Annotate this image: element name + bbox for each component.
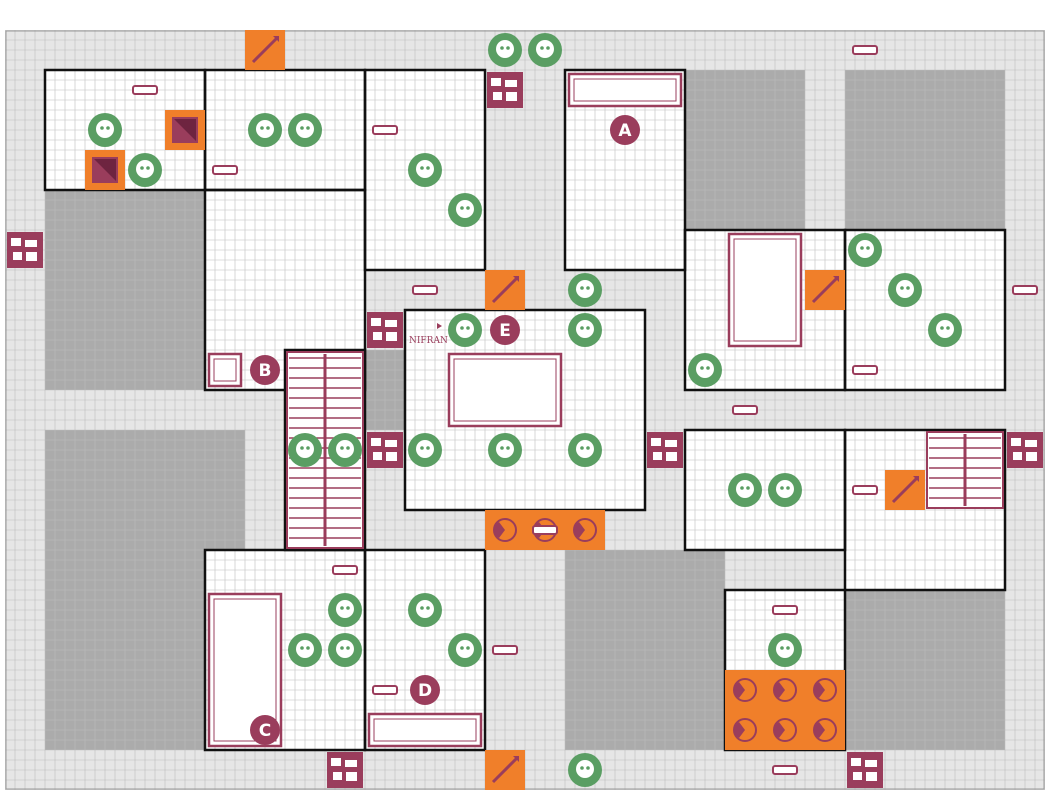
orc-icon: [568, 433, 602, 467]
rack-icon: [727, 232, 803, 348]
hero-marker: NIFRAN: [409, 323, 448, 346]
room-label-c: C: [250, 715, 280, 745]
door-icon[interactable]: [772, 765, 798, 775]
axe-trap-icon: [805, 710, 845, 750]
room-label-e: E: [490, 315, 520, 345]
room-labels: A B C D E: [250, 115, 640, 745]
svg-text:A: A: [618, 121, 632, 141]
door-icon[interactable]: [732, 405, 758, 415]
orc-icon: [408, 433, 442, 467]
skeleton-icon: [448, 313, 482, 347]
axe-trap-icon: [485, 510, 525, 550]
doors: [132, 45, 1038, 775]
spear-trap-icon: [245, 30, 285, 70]
room-label-a: A: [610, 115, 640, 145]
skeleton-icon: [448, 633, 482, 667]
falling-rock-icon: [647, 432, 683, 468]
falling-rock-icon: [367, 312, 403, 348]
svg-text:D: D: [418, 681, 432, 701]
room-wall: [283, 348, 367, 552]
room-wall: [363, 548, 487, 752]
door-icon[interactable]: [1012, 285, 1038, 295]
door-icon[interactable]: [372, 685, 398, 695]
axe-trap-icon: [725, 710, 765, 750]
door-icon[interactable]: [532, 525, 558, 535]
skeleton-icon: [288, 633, 322, 667]
svg-text:B: B: [259, 361, 272, 381]
dread-warrior-icon: [688, 353, 722, 387]
abomination-icon: [288, 113, 322, 147]
door-icon[interactable]: [212, 165, 238, 175]
falling-rock-icon: [7, 232, 43, 268]
svg-text:E: E: [499, 321, 511, 341]
spear-trap-icon: [805, 270, 845, 310]
orc-icon: [328, 433, 362, 467]
tomb-icon: [207, 592, 283, 748]
skeleton-icon: [448, 193, 482, 227]
svg-text:C: C: [259, 721, 271, 741]
goblin-icon: [128, 153, 162, 187]
door-icon[interactable]: [372, 125, 398, 135]
axe-trap-icon: [565, 510, 605, 550]
room-wall: [363, 68, 487, 272]
zombie-icon: [248, 113, 282, 147]
door-icon[interactable]: [852, 45, 878, 55]
spear-trap-icon: [485, 270, 525, 310]
orc-icon: [88, 113, 122, 147]
zombie-icon: [328, 593, 362, 627]
fireplace-icon: [567, 72, 683, 108]
skeleton-icon: [568, 753, 602, 787]
falling-rock-icon: [847, 752, 883, 788]
door-icon[interactable]: [772, 605, 798, 615]
hero-name: NIFRAN: [409, 336, 448, 346]
pit-trap-icon: [165, 110, 205, 150]
orc-icon: [488, 33, 522, 67]
goblin-icon: [848, 233, 882, 267]
orc-icon: [728, 473, 762, 507]
falling-rock-icon: [487, 72, 523, 108]
axe-trap-icon: [765, 710, 805, 750]
skeleton-icon: [568, 273, 602, 307]
falling-rock-icon: [367, 432, 403, 468]
skeleton-icon: [568, 313, 602, 347]
board-canvas: A B C D E NIFRAN: [5, 30, 1045, 790]
abomination-icon: [408, 593, 442, 627]
zombie-icon: [328, 633, 362, 667]
abomination-icon: [768, 633, 802, 667]
axe-trap-icon: [725, 670, 765, 710]
door-icon[interactable]: [332, 565, 358, 575]
room-label-b: B: [250, 355, 280, 385]
room-wall: [563, 68, 687, 272]
hero-arrow-icon: [437, 323, 442, 329]
door-icon[interactable]: [412, 285, 438, 295]
dread-warrior-icon: [768, 473, 802, 507]
door-icon[interactable]: [852, 365, 878, 375]
stairs-wide-icon: [926, 431, 1004, 509]
traps: [85, 30, 925, 790]
room-wall: [843, 428, 1007, 592]
spear-trap-icon: [885, 470, 925, 510]
room-label-d: D: [410, 675, 440, 705]
falling-rock-icon: [1007, 432, 1043, 468]
furniture: [7, 72, 1043, 788]
goblin-icon: [928, 313, 962, 347]
axe-trap-icon: [765, 670, 805, 710]
pit-trap-icon: [85, 150, 125, 190]
orc-icon: [288, 433, 322, 467]
door-icon[interactable]: [492, 645, 518, 655]
axe-trap-icon: [805, 670, 845, 710]
dungeon-board: A B C D E NIFRAN: [5, 30, 1045, 790]
zombie-icon: [488, 433, 522, 467]
cupboard-icon: [367, 712, 483, 748]
monsters: [88, 33, 962, 787]
table-icon: [447, 352, 563, 428]
door-icon[interactable]: [852, 485, 878, 495]
goblin-icon: [408, 153, 442, 187]
door-icon[interactable]: [132, 85, 158, 95]
spear-trap-icon: [485, 750, 525, 790]
falling-rock-icon: [327, 752, 363, 788]
orc-icon: [888, 273, 922, 307]
chest-icon: [207, 352, 243, 388]
orc-icon: [528, 33, 562, 67]
